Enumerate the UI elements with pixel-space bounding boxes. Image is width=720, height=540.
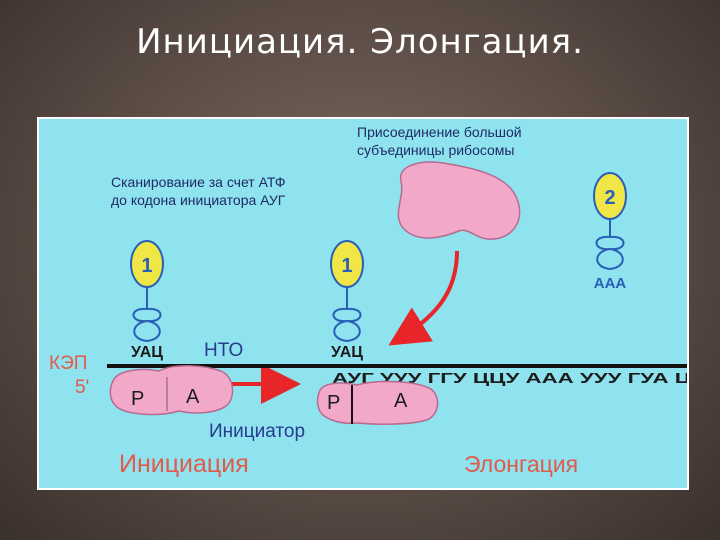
cap-label: КЭП <box>49 353 87 374</box>
site-p-right: Р <box>327 392 340 414</box>
anticodon-1: УАЦ <box>131 344 163 361</box>
initiator-label: Инициатор <box>209 421 305 442</box>
trna-2: 1 УАЦ <box>330 240 364 361</box>
small-subunit-right: Р А <box>316 380 439 425</box>
diagram-panel: Сканирование за счет АТФ до кодона иници… <box>37 117 689 490</box>
joining-note-line2: субъединицы рибосомы <box>357 142 515 158</box>
nto-label: НТО <box>204 340 243 361</box>
joining-note-line1: Присоединение большой <box>357 124 522 140</box>
trna-2-number: 1 <box>341 255 352 277</box>
mrna-sequence: АУГ УУУ ГГУ ЦЦУ ААА УУУ ГУА Ц <box>332 370 689 387</box>
trna-3-number: 2 <box>604 187 615 209</box>
stage-elongation-label: Элонгация <box>464 451 578 477</box>
five-prime-label: 5' <box>75 377 89 398</box>
trna-1-number: 1 <box>141 255 152 277</box>
large-subunit-shape <box>397 161 521 240</box>
scanning-note-line2: до кодона инициатора АУГ <box>111 192 286 208</box>
small-subunit-left: Р А <box>109 364 234 416</box>
trna-3: 2 ААА <box>593 172 627 292</box>
slide-title: Инициация. Элонгация. <box>136 22 584 62</box>
trna-1: 1 УАЦ <box>130 240 164 361</box>
translation-diagram: Сканирование за счет АТФ до кодона иници… <box>49 124 689 478</box>
stage-initiation-label: Инициация <box>119 450 249 478</box>
site-a-left: А <box>186 386 200 408</box>
scanning-note-line1: Сканирование за счет АТФ <box>111 174 286 190</box>
joining-arrow <box>388 250 459 346</box>
anticodon-3: ААА <box>594 275 627 292</box>
anticodon-2: УАЦ <box>331 344 363 361</box>
site-p-left: Р <box>131 388 144 410</box>
site-a-right: А <box>394 390 408 412</box>
